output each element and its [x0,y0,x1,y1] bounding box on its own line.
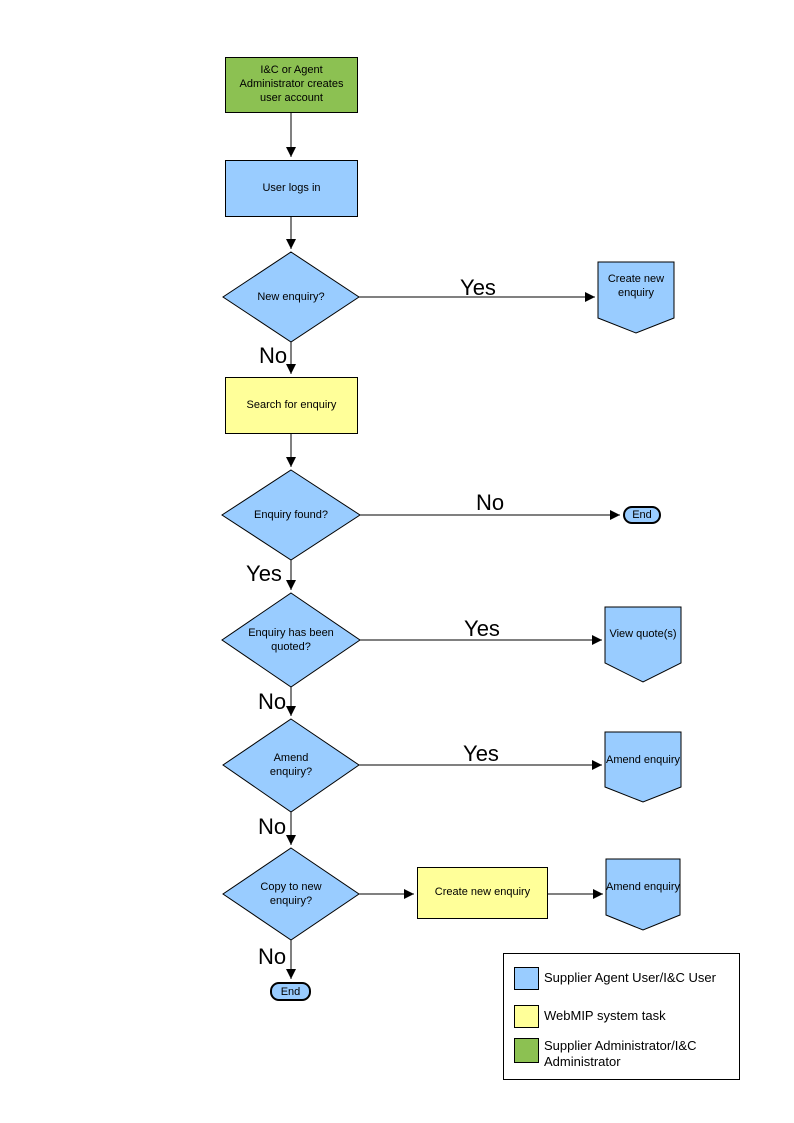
process-search-for-enquiry: Search for enquiry [225,377,358,434]
output-amend-enquiry-2-label: Amend enquiry [606,880,680,893]
decision-enquiry-found-shape [221,469,361,561]
edge-label-enquiry-quoted-yes: Yes [464,616,500,641]
output-create-new-enquiry-label: Create new enquiry [607,272,665,299]
legend-swatch-admin [514,1038,539,1063]
decision-amend-enquiry-shape [222,718,360,813]
legend-label-admin: Supplier Administrator/I&C Administrator [544,1038,697,1069]
legend-swatch-user [514,967,539,990]
terminator-end-right: End [623,506,661,524]
decision-enquiry-found-label: Enquiry found? [254,508,328,521]
output-create-new-enquiry-shape [597,261,675,334]
decision-copy-to-new-enquiry-shape [222,847,360,941]
edge-label-copy-to-new-no: No [257,944,287,969]
output-amend-enquiry-1-shape [604,731,682,803]
legend: Supplier Agent User/I&C User WebMIP syst… [503,953,740,1080]
edge-label-enquiry-found-no: No [475,490,505,515]
output-view-quotes-label: View quote(s) [609,627,677,640]
legend-label-system: WebMIP system task [544,1008,666,1023]
terminator-end-bottom: End [270,982,311,1001]
edge-label-enquiry-quoted-no: No [257,689,287,714]
decision-new-enquiry-label: New enquiry? [257,290,325,303]
output-view-quotes-shape [604,606,682,683]
edge-label-amend-enquiry-no: No [257,814,287,839]
edge-label-new-enquiry-no: No [258,343,288,368]
edge-label-new-enquiry-yes: Yes [460,275,496,300]
legend-label-user: Supplier Agent User/I&C User [544,970,716,985]
decision-copy-to-new-enquiry-label: Copy to new enquiry? [260,880,322,907]
output-amend-enquiry-1-label: Amend enquiry [606,753,680,766]
decision-enquiry-quoted-label: Enquiry has been quoted? [248,626,334,653]
decision-new-enquiry-shape [222,251,360,343]
edge-label-enquiry-found-yes: Yes [246,561,282,586]
decision-enquiry-quoted-shape [221,592,361,688]
edge-label-amend-enquiry-yes: Yes [463,741,499,766]
decision-amend-enquiry-label: Amend enquiry? [269,751,313,778]
legend-swatch-system [514,1005,539,1028]
output-amend-enquiry-2-shape [605,858,681,931]
process-user-logs-in: User logs in [225,160,358,217]
process-create-new-enquiry: Create new enquiry [417,867,548,919]
process-admin-creates-account: I&C or Agent Administrator creates user … [225,57,358,113]
